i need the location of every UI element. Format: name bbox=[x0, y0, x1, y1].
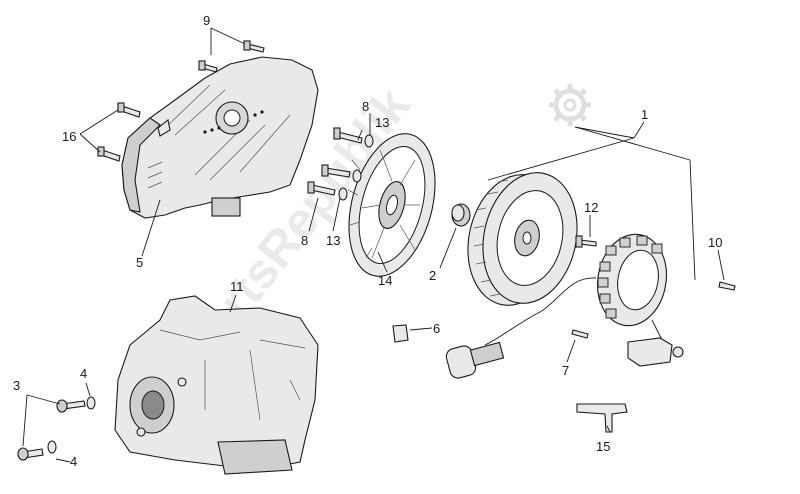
callout-8: 8 bbox=[301, 233, 308, 248]
callout-7: 7 bbox=[562, 363, 569, 378]
callouts: 9 16 5 8 13 8 13 14 2 1 12 10 6 7 15 11 … bbox=[13, 13, 722, 469]
part-11-lower-cover bbox=[114, 295, 319, 475]
callout-1: 1 bbox=[641, 107, 648, 122]
callout-16: 16 bbox=[62, 129, 76, 144]
connector-plug bbox=[445, 341, 505, 379]
part-2-bushing bbox=[451, 203, 471, 227]
callout-5: 5 bbox=[136, 255, 143, 270]
part-12-bolt bbox=[575, 235, 597, 248]
callout-15: 15 bbox=[596, 439, 610, 454]
callout-6: 6 bbox=[433, 321, 440, 336]
part-13-washers bbox=[338, 134, 374, 201]
part-1-stator bbox=[484, 233, 667, 346]
part-1-flywheel bbox=[467, 172, 578, 306]
callout-13: 13 bbox=[326, 233, 340, 248]
part-7-screw bbox=[571, 329, 589, 339]
part-6-clip bbox=[392, 324, 409, 343]
callout-9: 9 bbox=[203, 13, 210, 28]
gear-icon bbox=[549, 84, 591, 126]
part-10-pin bbox=[718, 281, 736, 291]
part-9-bolts bbox=[198, 40, 265, 73]
callout-14: 14 bbox=[378, 273, 392, 288]
callout-2: 2 bbox=[429, 268, 436, 283]
callout-4: 4 bbox=[70, 454, 77, 469]
callout-8: 8 bbox=[362, 99, 369, 114]
callout-10: 10 bbox=[708, 235, 722, 250]
leader-lines bbox=[22, 27, 725, 463]
part-5-upper-cover bbox=[121, 56, 319, 219]
part-16-bolts bbox=[97, 102, 141, 162]
part-15-bracket bbox=[576, 403, 628, 433]
callout-3: 3 bbox=[13, 378, 20, 393]
part-8-bolts bbox=[307, 127, 363, 196]
callout-12: 12 bbox=[584, 200, 598, 215]
callout-4: 4 bbox=[80, 366, 87, 381]
part-14-fan bbox=[347, 133, 436, 277]
part-3-bolts bbox=[17, 399, 86, 461]
pickup-sensor bbox=[627, 337, 684, 367]
callout-13: 13 bbox=[375, 115, 389, 130]
part-4-washers bbox=[47, 396, 96, 454]
callout-11: 11 bbox=[230, 279, 244, 294]
